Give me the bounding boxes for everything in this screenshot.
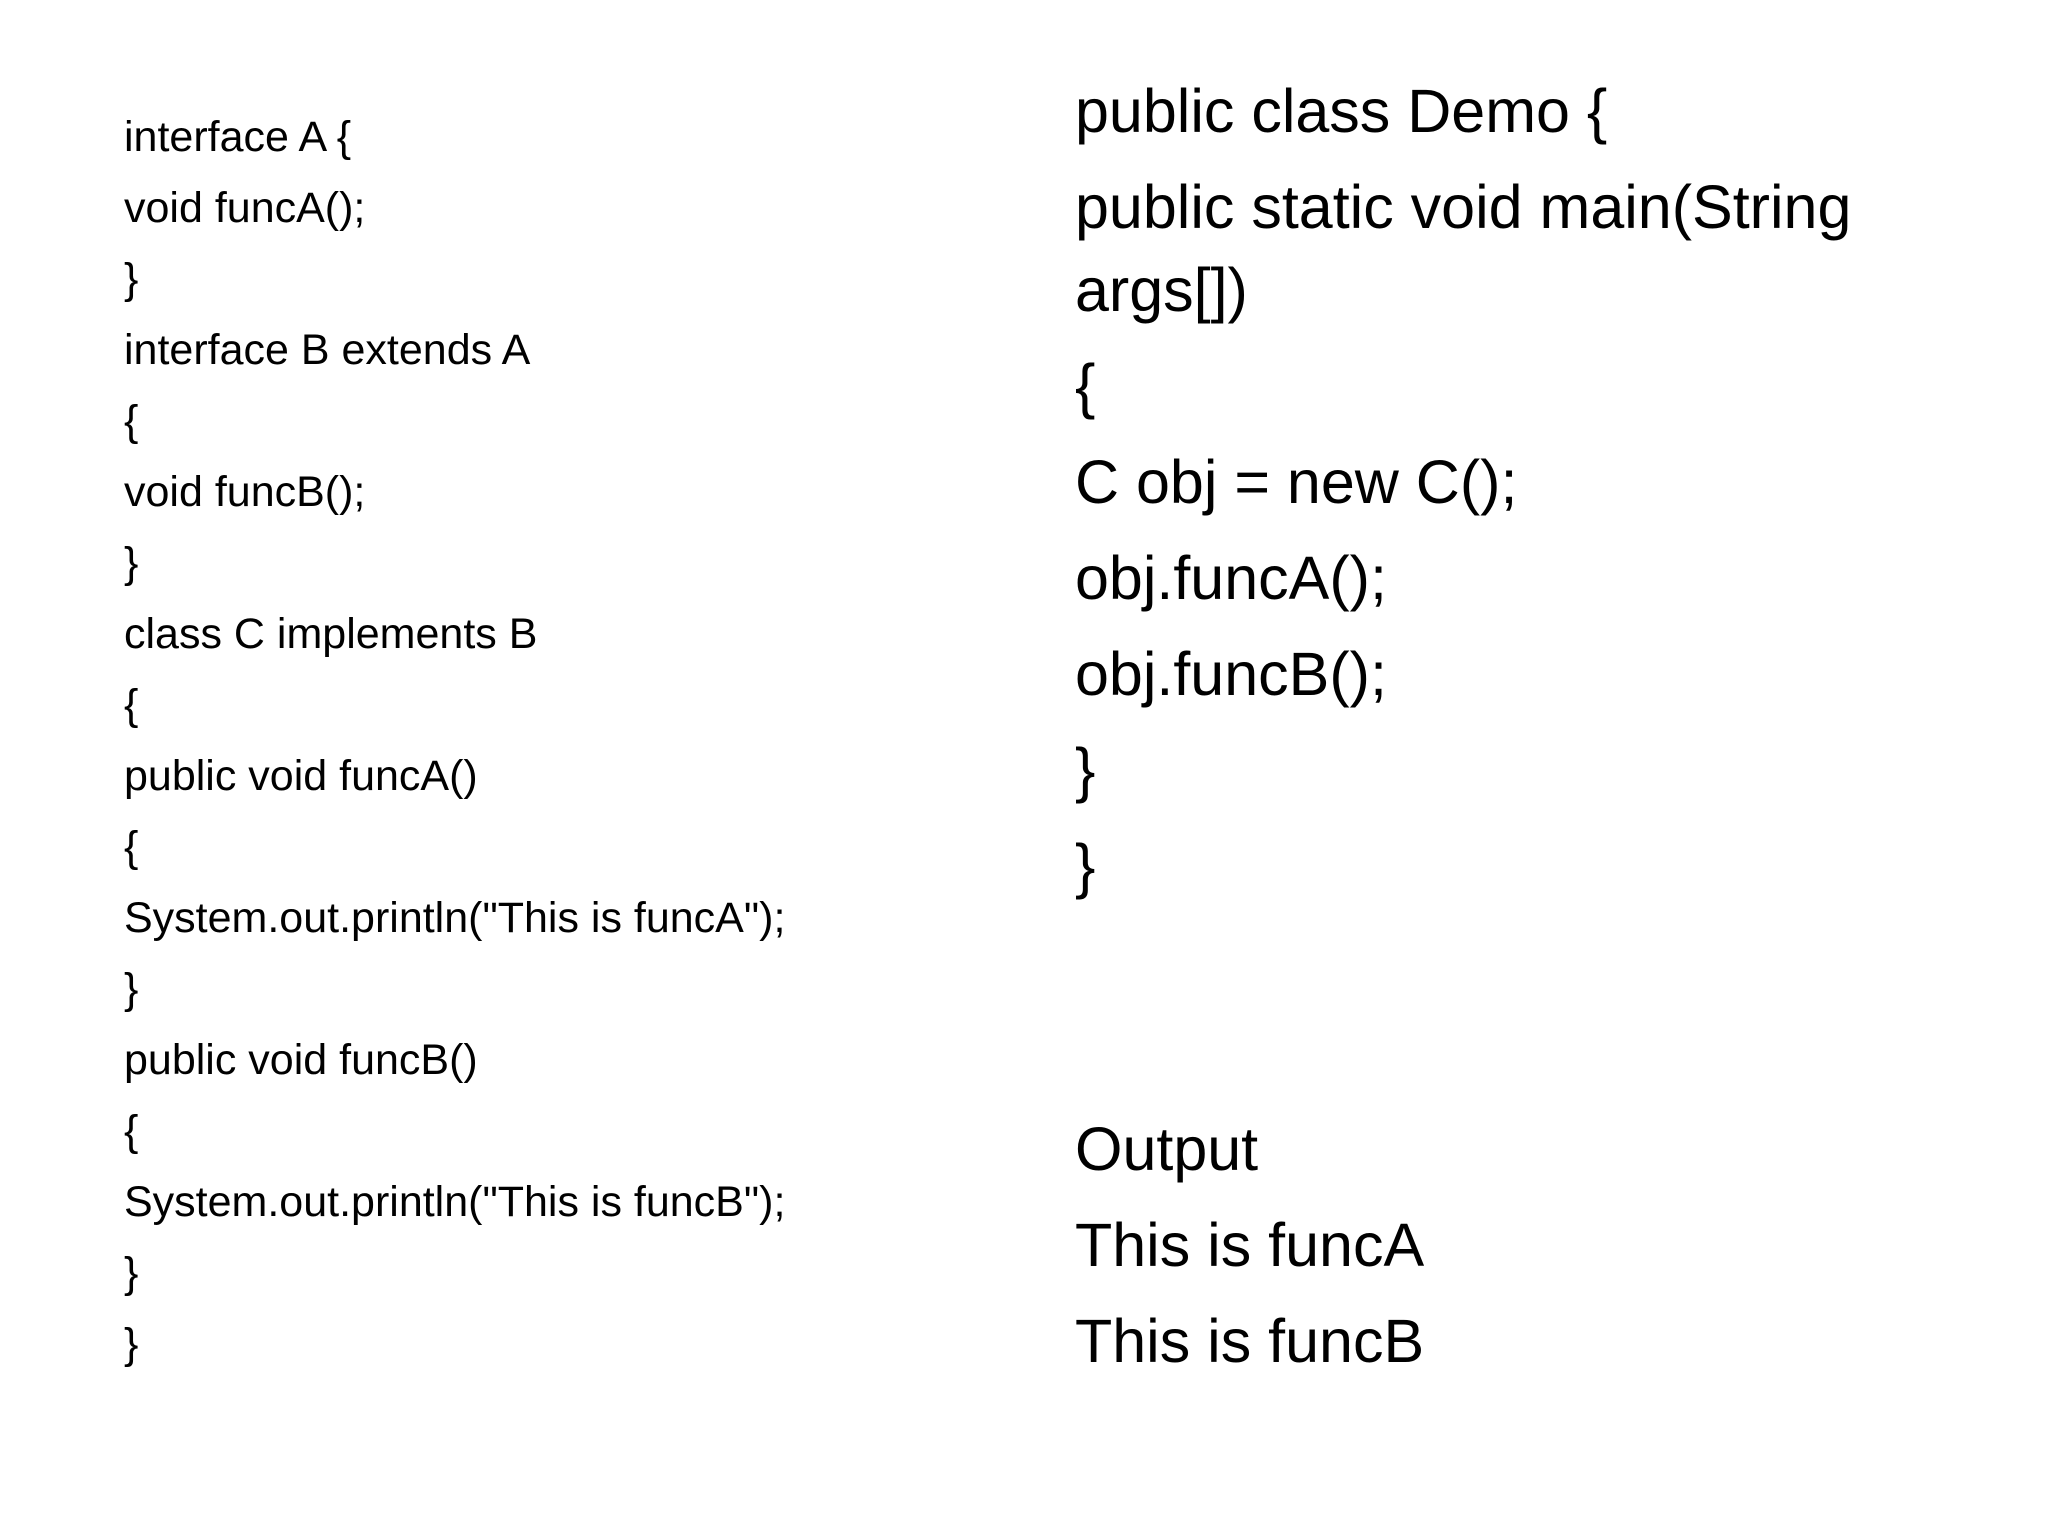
code-line: public class Demo { [1075,77,1608,145]
code-block-left: interface A { void funcA(); } interface … [124,102,1024,1380]
code-line: } [124,965,139,1013]
code-line: obj.funcA(); [1075,544,1387,612]
code-line: public void funcA() [124,752,478,800]
code-line: } [124,1249,139,1297]
code-line: { [1075,352,1096,420]
code-line: } [124,255,139,303]
code-block-right: public class Demo { public static void m… [1075,70,1975,921]
code-line: { [124,1107,139,1155]
output-heading: Output [1075,1115,1259,1183]
code-line: { [124,397,139,445]
code-line: { [124,681,139,729]
code-line: C obj = new C(); [1075,448,1518,516]
code-line: interface A { [124,113,352,161]
code-line: class C implements B [124,610,538,658]
code-line: obj.funcB(); [1075,640,1387,708]
code-line: System.out.println("This is funcB"); [124,1178,786,1226]
code-line: void funcA(); [124,184,366,232]
code-line: interface B extends A [124,326,531,374]
code-line: public static void main(String args[]) [1075,173,1852,324]
code-line: } [1075,736,1096,804]
code-line: } [1075,832,1096,900]
code-line: } [124,1320,139,1368]
code-line: public void funcB() [124,1036,478,1084]
code-line: void funcB(); [124,468,366,516]
output-block: Output This is funcA This is funcB [1075,1108,1975,1396]
output-line: This is funcA [1075,1211,1425,1279]
code-line: System.out.println("This is funcA"); [124,894,786,942]
code-line: } [124,539,139,587]
code-line: { [124,823,139,871]
output-line: This is funcB [1075,1307,1425,1375]
